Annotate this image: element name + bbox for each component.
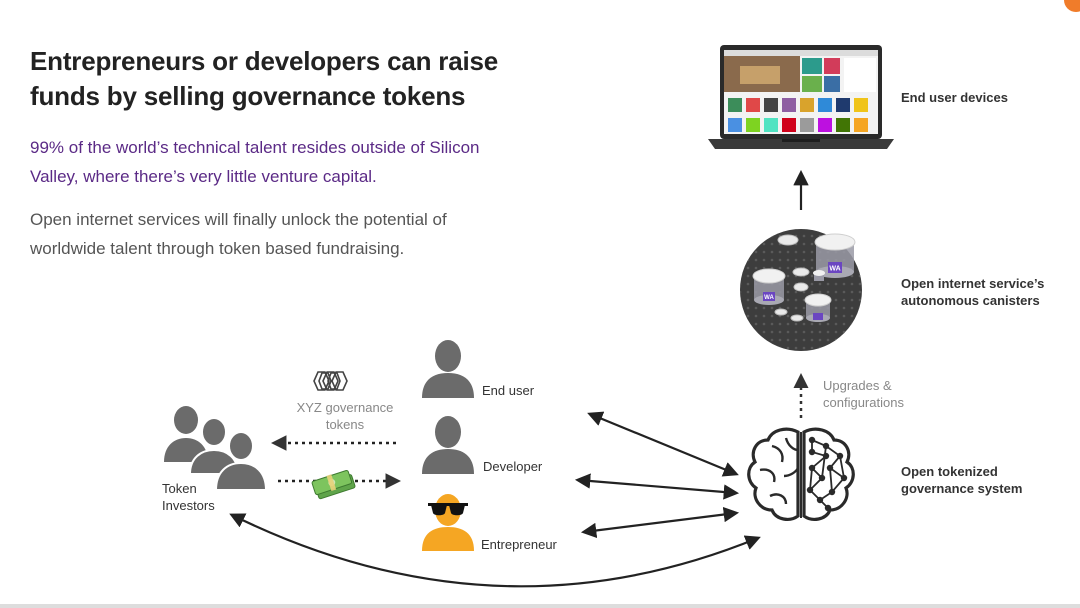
label-governance-tokens: XYZ governance tokens — [280, 399, 410, 433]
canisters-line-2: autonomous canisters — [901, 293, 1040, 308]
slide-title: Entrepreneurs or developers can raise fu… — [30, 44, 550, 114]
corner-accent-dot — [1064, 0, 1080, 12]
canister-badge-large: WA — [829, 266, 840, 273]
investors-line-1: Token — [162, 481, 197, 496]
laptop-icon — [708, 45, 894, 149]
token-investors-icon — [164, 406, 268, 491]
governance-tokens-icon — [313, 371, 348, 391]
governance-line-1: Open tokenized — [901, 464, 998, 479]
slide-subtitle: 99% of the world’s technical talent resi… — [30, 133, 530, 191]
investors-line-2: Investors — [162, 498, 215, 513]
label-entrepreneur: Entrepreneur — [481, 537, 557, 552]
body-line-1: Open internet services will finally unlo… — [30, 210, 447, 229]
label-end-user-devices: End user devices — [901, 90, 1008, 105]
body-line-2: worldwide talent through token based fun… — [30, 239, 405, 258]
title-line-2: funds by selling governance tokens — [30, 81, 466, 111]
upgrades-line-2: configurations — [823, 395, 904, 410]
upgrades-line-1: Upgrades & — [823, 378, 892, 393]
arrow-investors-governance — [229, 513, 761, 588]
arrow-developer-governance — [574, 473, 740, 500]
governance-line-2: governance system — [901, 481, 1023, 496]
title-line-1: Entrepreneurs or developers can raise — [30, 46, 499, 76]
brain-icon — [747, 427, 855, 521]
label-token-investors: Token Investors — [162, 480, 215, 514]
tokens-line-2: tokens — [325, 417, 365, 432]
tokens-line-1: XYZ governance — [296, 400, 394, 415]
slide-bottom-border — [0, 604, 1080, 608]
label-canisters: Open internet service’s autonomous canis… — [901, 275, 1044, 309]
money-icon — [311, 469, 356, 500]
label-end-user: End user — [482, 383, 535, 398]
canisters-line-1: Open internet service’s — [901, 276, 1045, 291]
developer-icon — [422, 416, 474, 474]
arrow-entrepreneur-governance — [580, 506, 740, 539]
slide-body: Open internet services will finally unlo… — [30, 205, 500, 263]
subtitle-line-2: Valley, where there’s very little ventur… — [30, 167, 377, 186]
canister-badge-left: WA — [764, 295, 774, 301]
arrow-end-user-governance — [587, 411, 739, 477]
label-upgrades: Upgrades & configurations — [823, 377, 904, 411]
end-user-icon — [422, 340, 474, 398]
label-developer: Developer — [483, 459, 543, 474]
subtitle-line-1: 99% of the world’s technical talent resi… — [30, 138, 480, 157]
entrepreneur-icon — [422, 494, 474, 551]
canisters-icon: WA WA — [740, 229, 862, 351]
label-governance-system: Open tokenized governance system — [901, 463, 1022, 497]
